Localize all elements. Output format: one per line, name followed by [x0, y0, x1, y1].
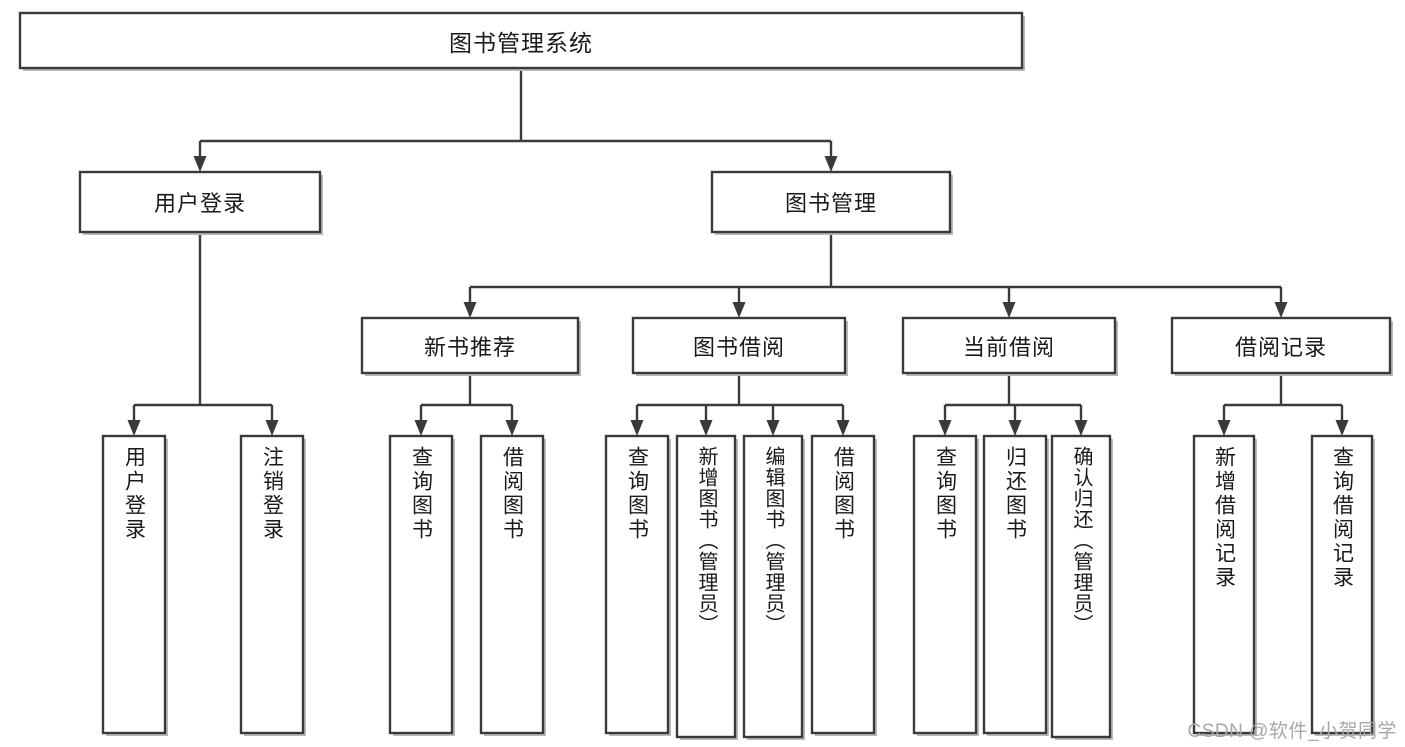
edge-arrowhead	[505, 420, 519, 436]
edge-arrowhead	[414, 420, 428, 436]
node-l2_0-box[interactable]	[78, 170, 322, 234]
edge-arrowhead	[127, 420, 141, 436]
edge-arrowhead	[836, 420, 850, 436]
node-l4_8-box[interactable]	[912, 434, 978, 735]
node-l3_3-box[interactable]	[1170, 316, 1392, 375]
node-l4_2-box[interactable]	[388, 434, 454, 735]
edge-arrowhead	[463, 302, 477, 318]
node-l3_0-box[interactable]	[360, 316, 580, 375]
edge-arrowhead	[732, 302, 746, 318]
node-l4_1-box[interactable]	[239, 434, 305, 735]
node-l3_1-box[interactable]	[631, 316, 847, 375]
edge-arrowhead	[1074, 420, 1088, 436]
node-l4_3-box[interactable]	[479, 434, 545, 735]
edge-arrowhead	[766, 420, 780, 436]
node-l4_11-box[interactable]	[1192, 434, 1256, 735]
node-l4_10-box[interactable]	[1050, 434, 1112, 739]
edge-arrowhead	[1002, 302, 1016, 318]
edge-arrowhead	[630, 420, 644, 436]
edge-arrowhead	[699, 420, 713, 436]
edge-group	[127, 68, 1349, 436]
node-l4_6-box[interactable]	[742, 434, 804, 739]
node-l2_1-box[interactable]	[710, 170, 952, 234]
node-l4_9-box[interactable]	[982, 434, 1048, 735]
edge-arrowhead	[1274, 302, 1288, 318]
edge-arrowhead	[193, 156, 207, 172]
node-group	[18, 11, 1393, 740]
edge-arrowhead	[265, 420, 279, 436]
edge-arrowhead	[1217, 420, 1231, 436]
node-l4_7-box[interactable]	[810, 434, 876, 735]
node-l4_0-box[interactable]	[101, 434, 167, 735]
node-l3_2-box[interactable]	[901, 316, 1117, 375]
node-root-box[interactable]	[18, 11, 1024, 70]
edge-arrowhead	[1335, 420, 1349, 436]
edge-arrowhead	[824, 156, 838, 172]
node-l4_5-box[interactable]	[675, 434, 737, 739]
node-l4_4-box[interactable]	[604, 434, 670, 735]
edge-arrowhead	[1008, 420, 1022, 436]
watermark-text: CSDN @软件_小贺同学	[1187, 721, 1397, 742]
edge-arrowhead	[938, 420, 952, 436]
node-l4_12-box[interactable]	[1310, 434, 1374, 735]
